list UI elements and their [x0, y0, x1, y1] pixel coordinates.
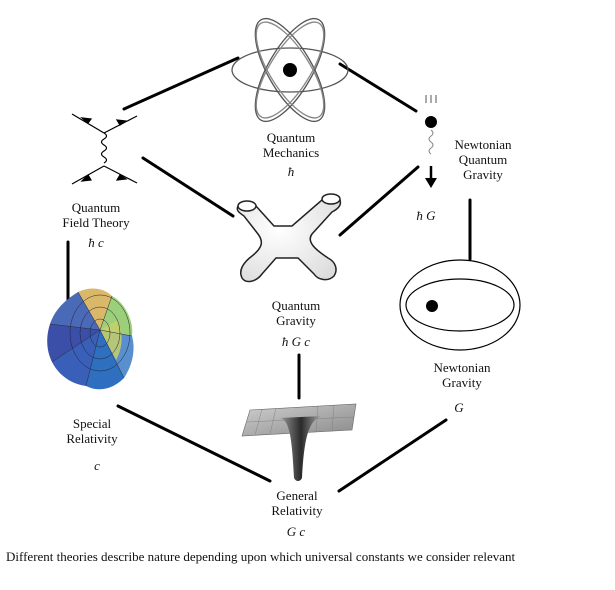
label-line: Newtonian — [433, 360, 491, 375]
label-quantum-gravity: Quantum Gravity — [272, 298, 320, 328]
figure-caption: Different theories describe nature depen… — [6, 549, 516, 564]
label-line: Field Theory — [62, 215, 130, 230]
label-general-relativity: General Relativity — [271, 488, 322, 518]
constants-quantum-gravity: ħ G c — [281, 334, 311, 349]
label-line: Quantum — [271, 298, 321, 313]
edge-qm-nqg — [338, 62, 418, 113]
label-line: Mechanics — [262, 145, 320, 160]
label-line: General — [276, 488, 318, 503]
gravity-well-icon — [241, 403, 357, 481]
label-newtonian-gravity: Newtonian Gravity — [433, 360, 490, 390]
label-newtonian-quantum-gravity: Newtonian Quantum Gravity — [454, 137, 511, 182]
constants-quantum-field-theory: ħ c — [88, 235, 104, 250]
edge-ng-gr — [337, 418, 448, 493]
label-line: Special — [72, 416, 112, 431]
label-line: Relativity — [271, 503, 323, 518]
label-quantum-field-theory: Quantum Field Theory — [62, 200, 129, 230]
edge-nqg-qg — [338, 165, 420, 237]
label-line: Gravity — [442, 375, 482, 390]
label-quantum-mechanics: Quantum Mechanics — [263, 130, 319, 160]
pants-worldsheet-icon — [236, 193, 342, 283]
label-line: Newtonian — [454, 137, 512, 152]
falling-apple-icon — [425, 95, 437, 188]
edge-qm-qft — [122, 56, 240, 111]
constants-newtonian-quantum-gravity: ħ G — [416, 208, 436, 223]
constants-special-relativity: c — [94, 458, 100, 473]
atom-icon — [231, 17, 349, 123]
constants-general-relativity: G c — [286, 524, 306, 539]
label-line: Quantum — [71, 200, 121, 215]
label-special-relativity: Special Relativity — [66, 416, 117, 446]
label-line: Quantum — [266, 130, 316, 145]
label-line: Gravity — [276, 313, 316, 328]
constants-newtonian-gravity: G — [454, 400, 464, 415]
feynman-diagram-icon — [71, 113, 138, 185]
connections — [66, 56, 472, 493]
label-line: Quantum — [458, 152, 508, 167]
orbit-icon — [399, 259, 521, 351]
twisted-surface-icon — [47, 288, 134, 390]
constants-quantum-mechanics: ħ — [287, 164, 295, 179]
label-line: Relativity — [66, 431, 118, 446]
edge-qft-qg — [141, 156, 235, 218]
label-line: Gravity — [463, 167, 503, 182]
edge-sr-gr — [116, 404, 272, 483]
